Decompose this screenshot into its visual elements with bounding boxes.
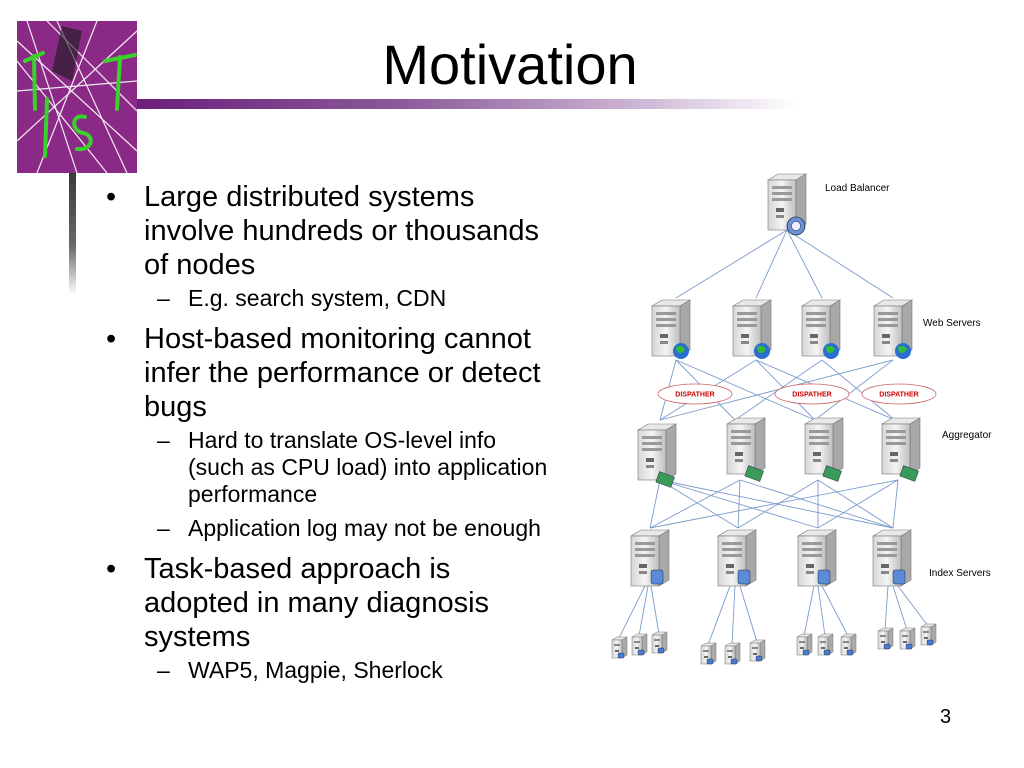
bullet-line: infer the performance or detect (144, 357, 541, 389)
aggregator-label: Aggregator (942, 430, 992, 441)
sub-bullet-marker: – (157, 427, 170, 453)
web-servers-label: Web Servers (923, 318, 981, 329)
bullet-line: Host-based monitoring cannot (144, 323, 531, 355)
sub-bullet-line: WAP5, Magpie, Sherlock (188, 657, 443, 683)
bullet-line: involve hundreds or thousands (144, 215, 539, 247)
bullet-line: systems (144, 621, 251, 653)
bullet-line: of nodes (144, 249, 256, 281)
decorative-title-bar (137, 99, 797, 109)
page-number: 3 (940, 706, 952, 728)
sub-bullet-marker: – (157, 515, 170, 541)
sub-bullet-item: –Hard to translate OS-level info(such as… (102, 427, 632, 508)
dispatcher-label: DISPATHER (675, 392, 714, 399)
load-balancer-label: Load Balancer (825, 183, 890, 194)
bullet-line: bugs (144, 391, 207, 423)
leaf-node-group (611, 623, 937, 665)
dispatcher-node: DISPATHER (774, 383, 850, 405)
sub-bullet-line: Application log may not be enough (188, 515, 541, 541)
bullet-line: adopted in many diagnosis (144, 587, 490, 619)
sub-bullet-item: –Application log may not be enough (102, 515, 632, 542)
aggregator-group (637, 417, 921, 488)
sub-bullet-marker: – (157, 285, 170, 311)
dispatcher-label: DISPATHER (879, 392, 918, 399)
dispatcher-node: DISPATHER (861, 383, 937, 405)
web-server-group (651, 299, 913, 359)
bullet-line: Large distributed systems (144, 181, 475, 213)
dispatcher-label: DISPATHER (792, 392, 831, 399)
index-server-group (630, 529, 912, 587)
bullet-marker: • (106, 323, 117, 355)
sub-bullet-item: –E.g. search system, CDN (102, 285, 632, 312)
architecture-diagram: Load Balancer Web Servers DISPATHER DISP… (611, 173, 992, 665)
index-servers-label: Index Servers (929, 568, 991, 579)
bullet-marker: • (106, 553, 117, 585)
list-logo (17, 21, 137, 173)
sub-bullet-line: (such as CPU load) into application (188, 454, 548, 480)
bullet-line: Task-based approach is (144, 553, 451, 585)
bullet-marker: • (106, 181, 117, 213)
sub-bullet-item: –WAP5, Magpie, Sherlock (102, 657, 632, 684)
decorative-vertical-bar (69, 173, 76, 295)
connection-lines (618, 229, 929, 646)
sub-bullet-marker: – (157, 657, 170, 683)
sub-bullet-line: performance (188, 481, 318, 507)
slide-title: Motivation (382, 33, 638, 96)
sub-bullet-line: E.g. search system, CDN (188, 285, 447, 311)
load-balancer-server (767, 173, 807, 236)
dispatcher-node: DISPATHER (657, 383, 733, 405)
sub-bullet-line: Hard to translate OS-level info (188, 427, 497, 453)
